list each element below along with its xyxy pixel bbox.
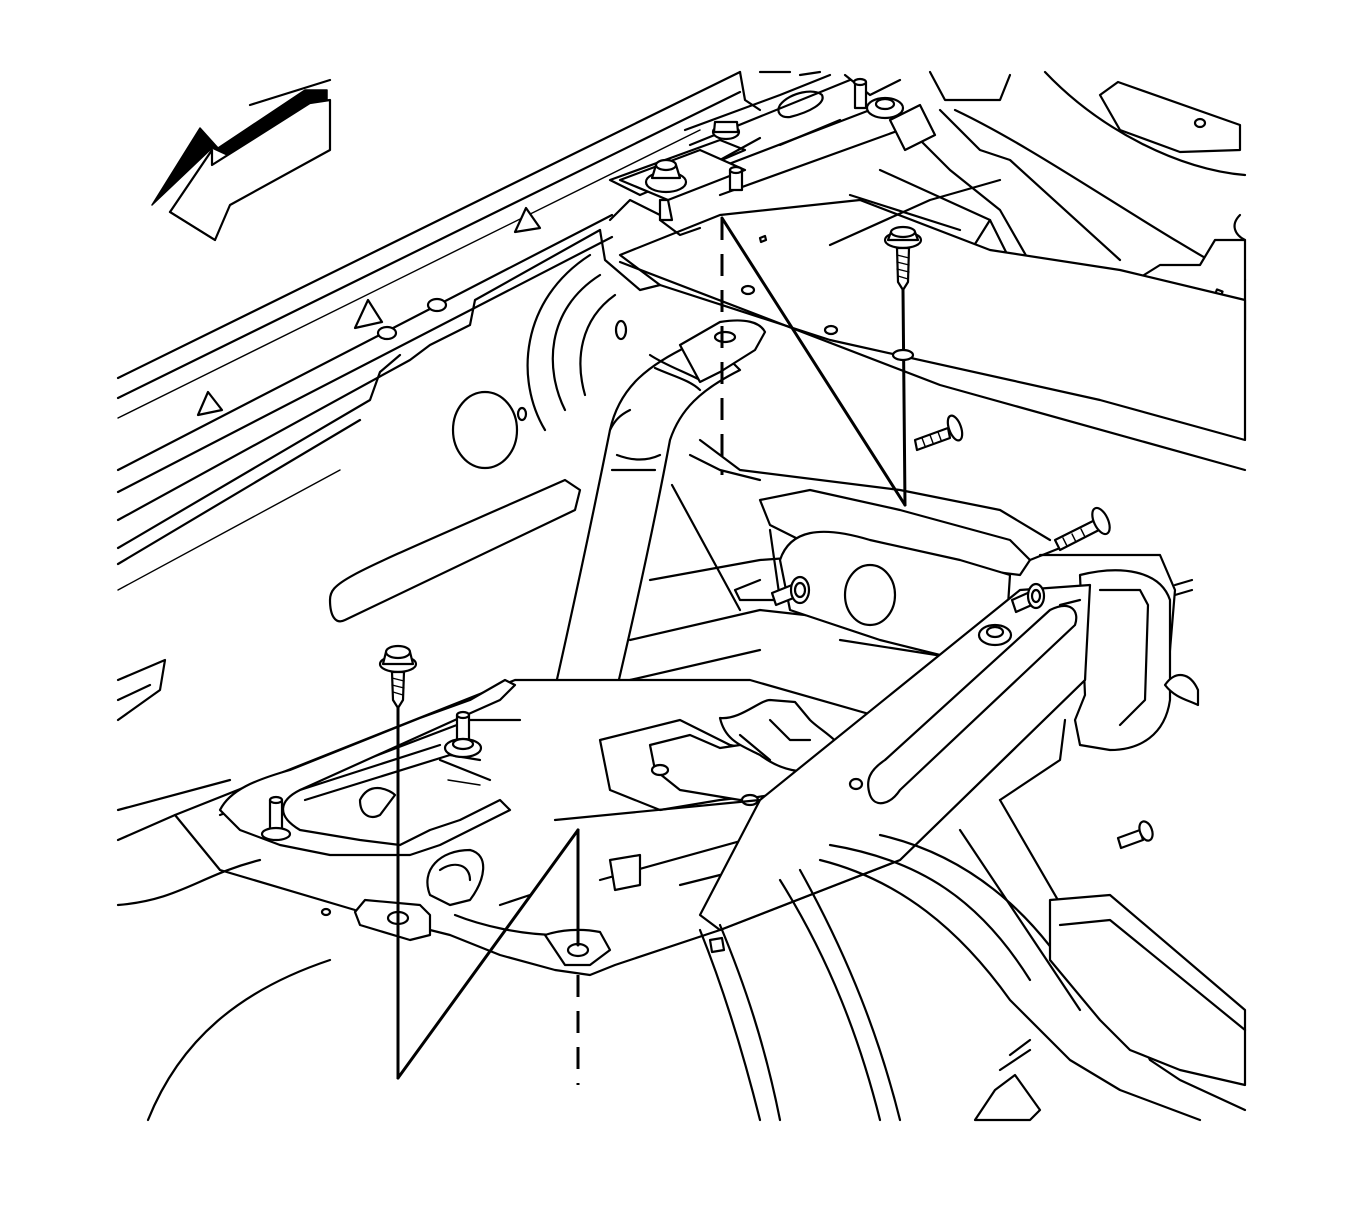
cradle-structure — [614, 438, 1200, 802]
nut-icon — [977, 623, 1013, 647]
bolt-icon — [644, 158, 688, 194]
nut-icon — [865, 96, 905, 120]
upper-support-structure — [598, 70, 1247, 472]
nut-icon — [770, 575, 811, 607]
forward-direction-arrow-icon — [151, 89, 332, 242]
stud-icon — [443, 710, 483, 759]
nut-icon — [711, 120, 741, 141]
stud-icon — [260, 795, 292, 842]
lower-fender-structure — [116, 778, 1247, 1122]
nut-icon — [1010, 582, 1046, 614]
bolt-icon — [1053, 506, 1111, 552]
stud-icon — [728, 165, 744, 192]
alignment-dashed-lines — [576, 218, 724, 1085]
screw-icon — [1116, 820, 1154, 850]
bolt-icon — [913, 414, 964, 452]
callout-leader-lines — [396, 216, 915, 1080]
upper-mounting-flange — [618, 77, 905, 237]
stud-icon — [852, 77, 868, 110]
bolt-icon — [883, 225, 923, 292]
bolt-icon — [378, 644, 418, 710]
body-structure — [116, 70, 742, 722]
